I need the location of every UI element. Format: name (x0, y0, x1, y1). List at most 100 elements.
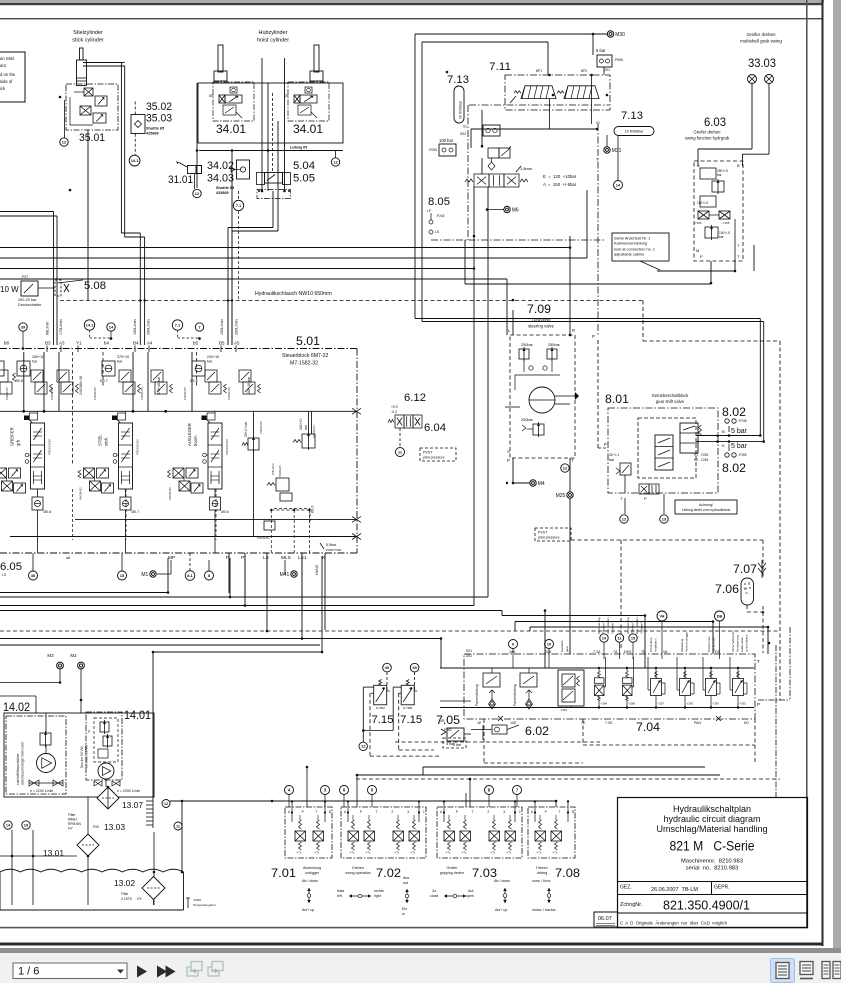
svg-text:Shuttle 65: Shuttle 65 (216, 186, 234, 190)
svg-text:5.08: 5.08 (84, 280, 106, 292)
svg-text:-P07: -P07 (21, 275, 28, 279)
svg-text:look at connection no. 1: look at connection no. 1 (614, 247, 655, 252)
svg-text:right: right (374, 894, 381, 898)
svg-text:-Y281: -Y281 (739, 702, 746, 706)
svg-text:Umschlag/Material handling: Umschlag/Material handling (656, 824, 767, 834)
svg-text:-Y71: -Y71 (365, 852, 371, 855)
svg-text:M30: M30 (615, 32, 625, 38)
svg-text:Filter: Filter (121, 892, 129, 896)
svg-text:6.02: 6.02 (525, 726, 549, 738)
svg-text:pilot pressure: pilot pressure (423, 456, 445, 460)
svg-text:15: 15 (120, 573, 125, 578)
svg-text:8.05: 8.05 (428, 196, 450, 208)
svg-text:hoist cylinder: hoist cylinder (257, 38, 289, 44)
svg-text:Stielzylinder: Stielzylinder (73, 30, 103, 36)
svg-text:P00877582: P00877582 (326, 548, 342, 552)
svg-text:gear: gear (565, 646, 569, 652)
svg-text:4-point-outrigger: 4-point-outrigger (685, 631, 689, 652)
svg-text:-Y71: -Y71 (461, 852, 467, 855)
svg-text:190L/min: 190L/min (220, 319, 224, 335)
svg-text:B: B (744, 587, 746, 591)
svg-text:-P244: -P244 (436, 214, 445, 218)
svg-text:PR0104180: PR0104180 (48, 439, 52, 455)
svg-text:BP1: BP1 (536, 69, 542, 73)
svg-text:7.2A: 7.2A (593, 650, 601, 654)
svg-text:d on the: d on the (0, 72, 16, 77)
svg-text:P0909479: P0909479 (227, 387, 231, 400)
svg-text:250bar: 250bar (548, 343, 561, 347)
svg-text:left: left (337, 894, 342, 898)
svg-text:7.15: 7.15 (400, 714, 422, 726)
svg-text:3: 3 (503, 810, 505, 814)
svg-text:170L/min: 170L/min (59, 319, 63, 335)
svg-text:Druckschalter: Druckschalter (18, 303, 42, 307)
svg-text:rückw. / backw.: rückw. / backw. (532, 908, 556, 912)
svg-text:7.01: 7.01 (271, 868, 296, 880)
svg-text:5.05: 5.05 (293, 173, 315, 185)
svg-text:5 bar: 5 bar (731, 428, 748, 435)
svg-text:A: A (288, 810, 291, 814)
svg-text:M1: M1 (141, 572, 148, 578)
svg-text:12: 12 (563, 465, 568, 470)
svg-text:34.01: 34.01 (293, 124, 323, 136)
svg-text:370+10 bar: 370+10 bar (157, 376, 161, 395)
svg-text:P: P (456, 810, 458, 814)
svg-text:4: 4 (288, 788, 291, 793)
svg-text:180+/-5: 180+/-5 (697, 201, 708, 205)
svg-text:5 bar: 5 bar (453, 743, 462, 747)
svg-text:Auf / up: Auf / up (495, 908, 507, 912)
svg-text:M2: M2 (70, 653, 77, 658)
svg-text:T: T (737, 254, 740, 259)
svg-text:M4: M4 (538, 481, 545, 487)
svg-text:-Y257: -Y257 (657, 702, 664, 706)
svg-text:2: 2 (391, 810, 393, 814)
svg-text:10 W: 10 W (0, 285, 19, 294)
svg-text:10A: 10A (545, 650, 552, 654)
svg-text:LS: LS (2, 573, 7, 577)
svg-text:3: 3 (324, 788, 327, 793)
svg-text:06.07: 06.07 (598, 916, 612, 922)
svg-text:P0909451: P0909451 (257, 536, 270, 540)
svg-text:32+/-1: 32+/-1 (609, 453, 619, 457)
svg-text:T: T (757, 659, 760, 664)
svg-text:39: 39 (21, 324, 26, 329)
svg-text:PR0100360: PR0100360 (225, 439, 229, 455)
svg-text:Abdeckung: Abdeckung (303, 866, 321, 870)
svg-text:35+10 bar: 35+10 bar (244, 421, 248, 437)
svg-text:GEZ.: GEZ. (620, 885, 632, 891)
svg-text:-Y265: -Y265 (722, 221, 730, 225)
svg-text:C A D Originale Änderungen: C A D Originale Änderungen nur über CAD … (620, 921, 728, 926)
svg-text:-Y71: -Y71 (296, 852, 302, 855)
svg-text:P0909479: P0909479 (140, 387, 144, 400)
svg-text:19: 19 (24, 822, 29, 827)
svg-text:100+/-5: 100+/-5 (719, 231, 730, 235)
svg-text:Hydraulikschlauch NW10 650mm: Hydraulikschlauch NW10 650mm (255, 291, 332, 297)
svg-text:P: P (757, 702, 760, 707)
svg-text:12: 12 (333, 159, 338, 164)
svg-text:E = 120 +10bar: E = 120 +10bar (543, 174, 577, 179)
svg-text:13.01: 13.01 (43, 848, 64, 858)
svg-text:pilot pressure: pilot pressure (538, 536, 560, 540)
svg-text:7B: 7B (641, 650, 646, 654)
svg-text:+0.3: +0.3 (391, 405, 398, 409)
svg-text:multishell grab swing: multishell grab swing (740, 39, 782, 44)
svg-text:Steuerblock 6M7-22: Steuerblock 6M7-22 (282, 353, 329, 359)
svg-text:Leitung 65: Leitung 65 (290, 146, 307, 150)
svg-text:Greifer: Greifer (447, 866, 459, 870)
svg-text:bar: bar (117, 360, 123, 364)
svg-text:Absetzung: Absetzung (680, 638, 684, 652)
svg-text:-Y71: -Y71 (506, 852, 512, 855)
svg-text:13.07: 13.07 (122, 800, 143, 810)
svg-text:n = 2000 L/min: n = 2000 L/min (117, 789, 140, 793)
svg-text:"Stiel ein": "Stiel ein" (631, 622, 635, 634)
svg-text:13.02: 13.02 (114, 878, 135, 888)
svg-text:T: T (472, 810, 474, 814)
svg-text:in: in (402, 912, 405, 916)
svg-text:1 / 6: 1 / 6 (18, 966, 39, 978)
svg-text:P0909479: P0909479 (50, 387, 54, 400)
svg-text:bar: bar (609, 458, 615, 462)
svg-text:swing function hydrgrab: swing function hydrgrab (685, 136, 730, 141)
svg-text:P: P (507, 458, 510, 463)
svg-text:RFM.BN: RFM.BN (68, 822, 82, 826)
svg-text:Ø0.8: Ø0.8 (44, 510, 52, 514)
